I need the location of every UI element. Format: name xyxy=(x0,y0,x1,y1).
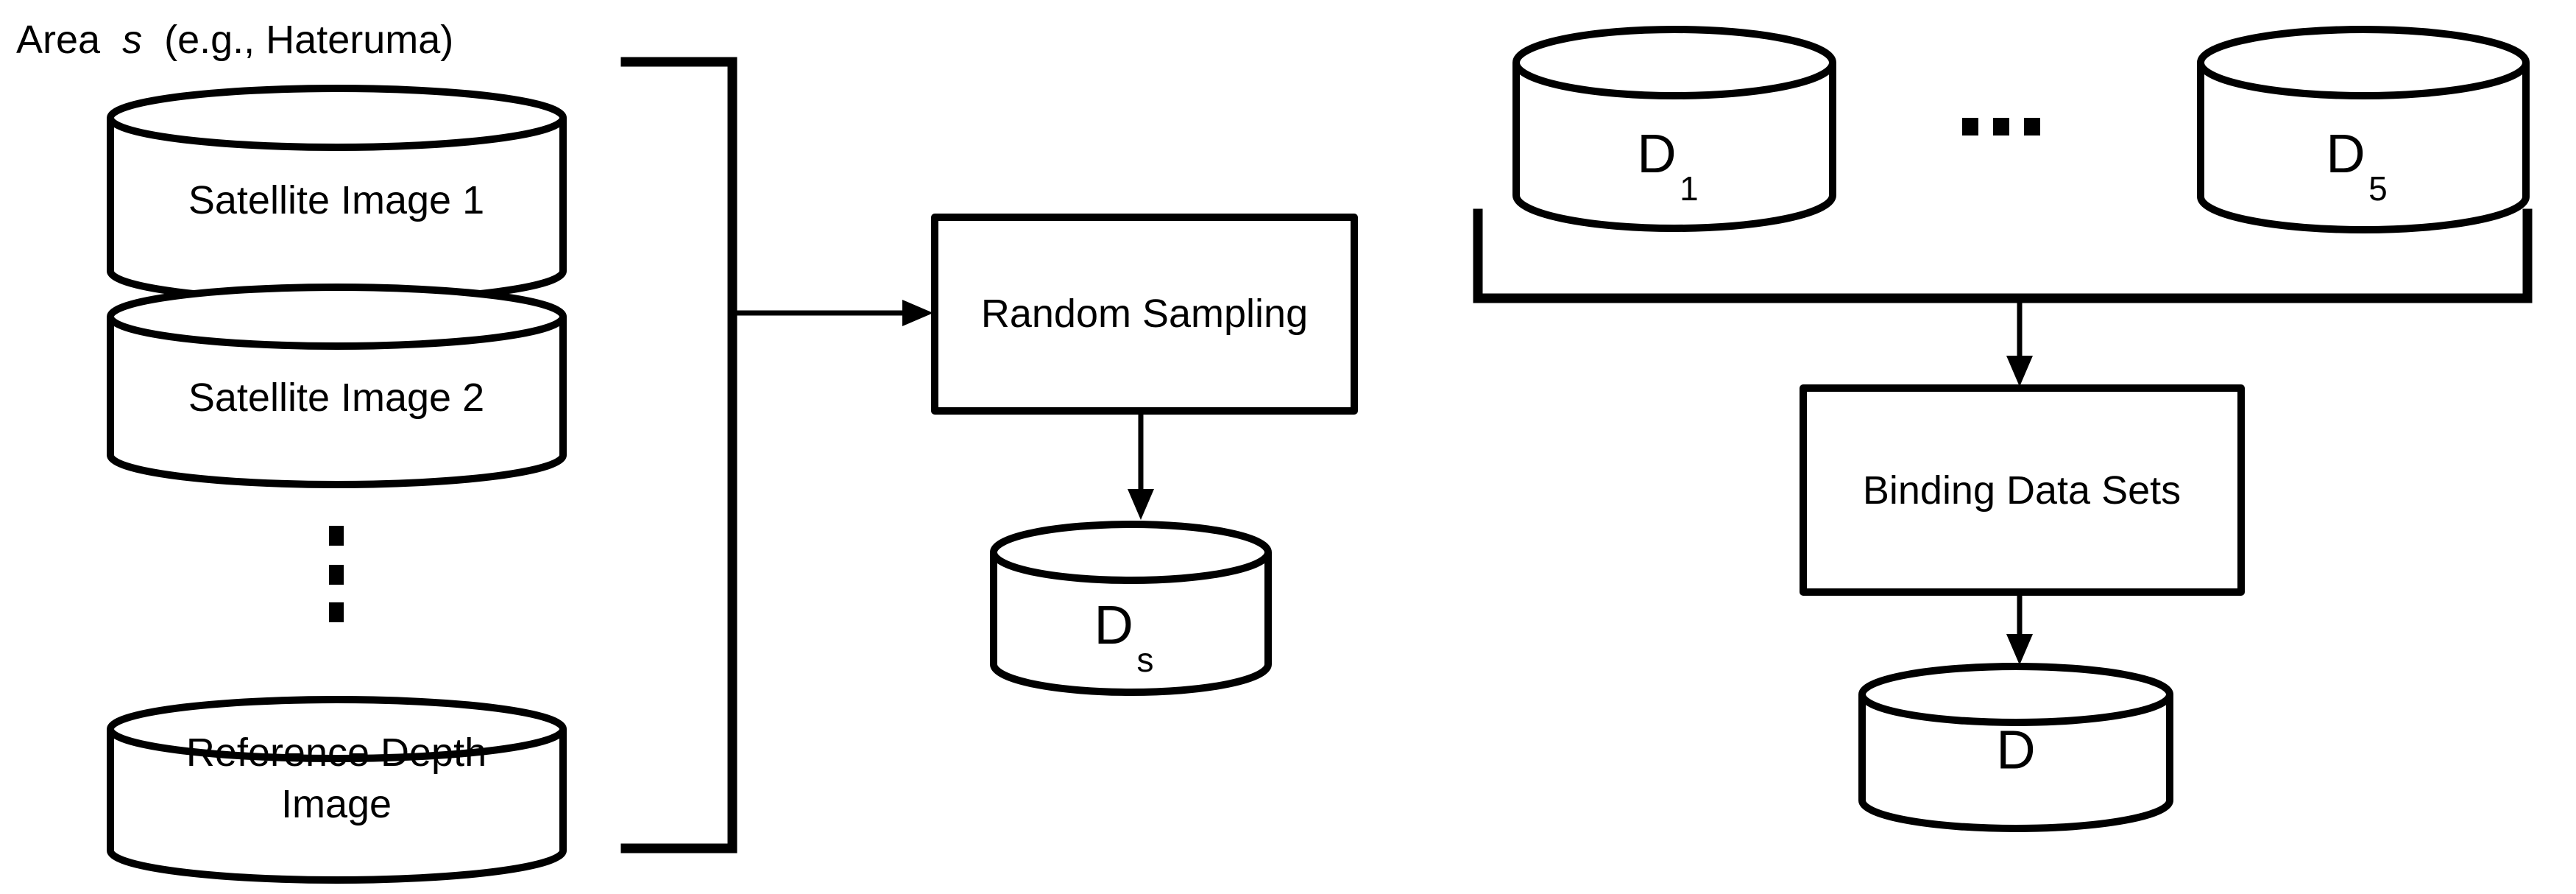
arrow-to-ds-cylinder xyxy=(1128,411,1154,520)
cylinder-body xyxy=(1858,694,2173,832)
process-box xyxy=(931,214,1358,415)
ds-label: D s xyxy=(1094,594,1154,680)
cylinder-top xyxy=(1512,26,1836,99)
binding-data-sets-label: Binding Data Sets xyxy=(1863,468,2181,513)
ellipsis-dot xyxy=(329,565,344,585)
satellite-image-1-cylinder: Satellite Image 1 xyxy=(107,85,567,304)
cylinder-body xyxy=(2197,63,2530,233)
satellite-image-1-label: Satellite Image 1 xyxy=(188,178,484,222)
process-box xyxy=(1800,384,2245,596)
ellipsis-dot xyxy=(329,526,344,546)
random-sampling-box: Random Sampling xyxy=(931,214,1358,415)
satellite-image-2-label: Satellite Image 2 xyxy=(188,376,484,420)
left-group-bracket xyxy=(620,57,737,853)
merge-bracket xyxy=(1473,208,2533,303)
d1-cylinder: D 1 xyxy=(1512,26,1836,232)
cylinder-body xyxy=(1512,63,1836,232)
d5-label: D 5 xyxy=(2326,123,2388,208)
cylinder-top xyxy=(2197,26,2530,99)
area-label-rest: (e.g., Hateruma) xyxy=(164,18,453,62)
cylinder-top xyxy=(107,696,567,762)
d5-label-subscript: 5 xyxy=(2368,169,2388,208)
binding-data-sets-box: Binding Data Sets xyxy=(1800,384,2245,596)
area-label: Area s (e.g., Hateruma) xyxy=(16,18,453,62)
ds-label-base: D xyxy=(1094,594,1133,655)
d-label: D xyxy=(1996,719,2035,781)
cylinder-body xyxy=(107,317,567,488)
random-sampling-label: Random Sampling xyxy=(981,292,1308,336)
cylinder-top xyxy=(107,284,567,350)
arrow-to-d-cylinder xyxy=(2006,592,2033,665)
area-label-s: s xyxy=(122,18,142,62)
d1-label-base: D xyxy=(1637,123,1676,184)
d5-cylinder: D 5 xyxy=(2197,26,2530,233)
reference-depth-image-cylinder: Reference Depth Image xyxy=(107,696,567,884)
cylinder-top xyxy=(107,85,567,151)
arrowhead-down-icon xyxy=(1128,489,1154,520)
area-label-word1: Area xyxy=(16,18,101,62)
arrow-to-random-sampling xyxy=(732,300,933,326)
horizontal-ellipsis-icon xyxy=(1962,118,2040,135)
ds-cylinder: D s xyxy=(990,521,1272,696)
satellite-image-2-cylinder: Satellite Image 2 xyxy=(107,284,567,488)
d-cylinder: D xyxy=(1858,663,2173,832)
arrow-to-binding-box xyxy=(2006,298,2033,387)
ellipsis-dot xyxy=(329,602,344,622)
reference-depth-label-line1: Reference Depth xyxy=(186,731,486,775)
d1-label-subscript: 1 xyxy=(1680,169,1699,208)
arrowhead-right-icon xyxy=(902,300,933,326)
ds-label-subscript: s xyxy=(1136,641,1153,679)
d5-label-base: D xyxy=(2326,123,2365,184)
arrowhead-down-icon xyxy=(2006,356,2033,387)
vertical-ellipsis-icon xyxy=(329,526,344,622)
cylinder-top xyxy=(1858,663,2173,726)
ellipsis-dot xyxy=(1993,118,2009,135)
arrowhead-down-icon xyxy=(2006,634,2033,665)
d1-label: D 1 xyxy=(1637,123,1699,208)
ellipsis-dot xyxy=(2024,118,2040,135)
reference-depth-label-line2: Image xyxy=(281,782,392,826)
cylinder-top xyxy=(990,521,1272,584)
ellipsis-dot xyxy=(1962,118,1978,135)
cylinder-body xyxy=(990,552,1272,696)
cylinder-body xyxy=(107,729,567,884)
